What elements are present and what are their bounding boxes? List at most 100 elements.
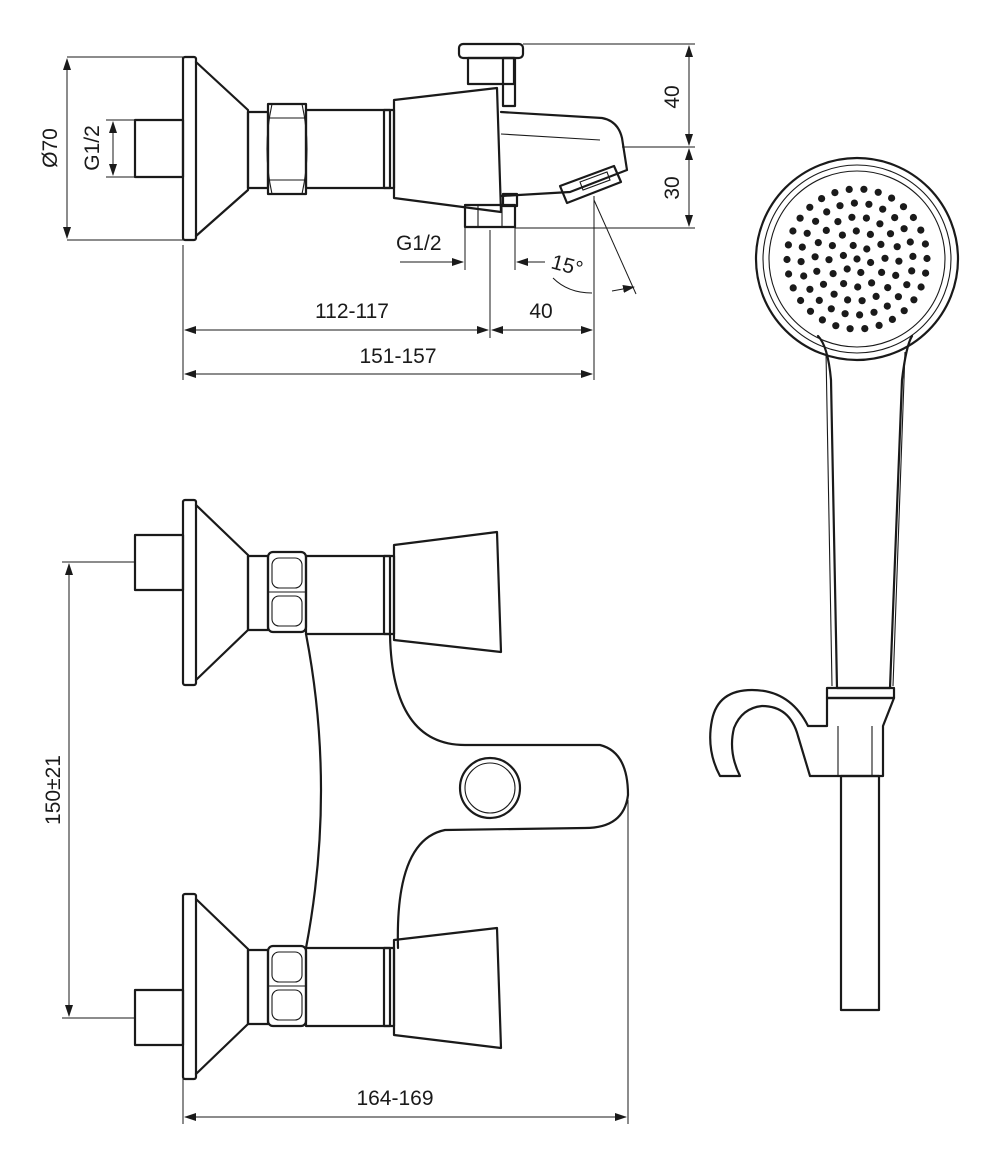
- spray-nozzle: [827, 305, 835, 313]
- spray-nozzle: [789, 284, 797, 292]
- spray-nozzle: [900, 225, 908, 233]
- spray-nozzle: [895, 257, 903, 265]
- spray-nozzle: [849, 241, 857, 250]
- shower-hose: [839, 774, 881, 1012]
- spray-nozzle: [917, 226, 925, 234]
- side-hex-nut: [266, 102, 308, 196]
- spray-nozzle: [872, 292, 880, 300]
- spray-nozzle: [908, 267, 916, 275]
- label-inlet-to-spout: 40: [529, 300, 552, 323]
- spray-nozzle: [900, 307, 908, 315]
- spray-nozzle: [909, 252, 917, 260]
- spray-nozzle: [838, 231, 847, 239]
- side-spout: [499, 110, 629, 205]
- spray-nozzle: [892, 271, 900, 279]
- spray-nozzle: [875, 321, 883, 329]
- spray-nozzle: [831, 189, 839, 197]
- side-inlet-stub: [133, 118, 185, 179]
- spray-nozzle: [815, 296, 823, 304]
- spray-nozzle: [829, 270, 837, 278]
- front-mixer-body: [304, 554, 630, 1028]
- front-diverter-knob: [458, 756, 522, 820]
- spray-nozzle: [876, 220, 884, 228]
- spray-nozzle: [906, 238, 914, 246]
- front-lower-handle: [392, 926, 503, 1050]
- spray-nozzle: [870, 308, 878, 316]
- label-overall-length-front: 164-169: [356, 1087, 433, 1110]
- spray-nozzle: [811, 253, 819, 261]
- spray-nozzle: [850, 199, 859, 207]
- spray-nozzle: [888, 315, 897, 323]
- spray-nozzle: [874, 188, 882, 196]
- shower-nozzles: [783, 185, 931, 333]
- spray-nozzle: [814, 239, 822, 247]
- spray-nozzle: [866, 230, 875, 238]
- label-inlet-thread-side: G1/2: [81, 125, 104, 171]
- spray-nozzle: [886, 230, 895, 238]
- spray-nozzle: [812, 217, 820, 225]
- front-lower-hex-nut: [246, 944, 308, 1028]
- spray-nozzle: [841, 310, 849, 318]
- spray-nozzle: [867, 258, 875, 267]
- side-body: [304, 108, 392, 190]
- spray-nozzle: [922, 269, 930, 277]
- spray-nozzle: [857, 268, 865, 277]
- label-flange-diameter: Ø70: [39, 128, 62, 168]
- spray-nozzle: [879, 205, 887, 213]
- spray-nozzle: [818, 195, 826, 203]
- spray-nozzle: [784, 241, 793, 249]
- spray-nozzle: [823, 208, 831, 216]
- shower-handle: [816, 334, 914, 700]
- label-inlet-spacing: 150±21: [42, 755, 65, 825]
- spray-nozzle: [813, 267, 821, 275]
- spray-nozzle: [797, 258, 805, 266]
- spray-nozzle: [836, 202, 844, 210]
- spray-nozzle: [854, 283, 862, 291]
- front-upper-flange: [133, 498, 250, 687]
- hand-shower: [709, 156, 960, 1012]
- spray-nozzle: [877, 240, 885, 248]
- dim-height-top: 40: [523, 43, 695, 148]
- spray-nozzle: [800, 272, 808, 280]
- spray-nozzle: [923, 254, 931, 263]
- spray-nozzle: [822, 226, 830, 234]
- spray-nozzle: [878, 268, 886, 276]
- label-height-bottom: 30: [661, 176, 684, 199]
- spray-nozzle: [893, 243, 901, 251]
- spray-nozzle: [840, 280, 848, 288]
- label-inlet-thread-bottom: G1/2: [396, 232, 442, 255]
- front-view: 150±21 164-169: [42, 498, 630, 1124]
- spray-nozzle: [883, 302, 891, 310]
- spray-nozzle: [881, 254, 889, 262]
- dim-inlet-spacing: 150±21: [42, 561, 135, 1019]
- side-diverter-knob: [457, 42, 525, 108]
- spray-nozzle: [806, 307, 815, 315]
- spray-nozzle: [884, 284, 892, 292]
- spray-nozzle: [894, 293, 903, 301]
- dim-spout-angle: 15°: [549, 196, 637, 295]
- spray-nozzle: [797, 296, 805, 305]
- spray-nozzle: [858, 297, 866, 305]
- spray-nozzle: [848, 213, 856, 221]
- spray-nozzle: [899, 203, 908, 211]
- spray-nozzle: [796, 214, 804, 222]
- spray-nozzle: [819, 280, 828, 288]
- spray-nozzle: [843, 265, 851, 273]
- spray-nozzle: [909, 213, 918, 222]
- dim-length-row-1: 112-117 40: [182, 230, 595, 380]
- spray-nozzle: [917, 283, 925, 291]
- label-spout-angle: 15°: [549, 251, 586, 281]
- spray-nozzle: [828, 242, 837, 250]
- dim-inlet-thread-bottom: G1/2: [396, 227, 545, 270]
- spray-nozzle: [891, 214, 899, 222]
- side-view: Ø70 G1/2 40 30 G1/2: [39, 42, 695, 380]
- label-height-top: 40: [661, 85, 684, 108]
- label-overall-length-side: 151-157: [359, 345, 436, 368]
- spray-nozzle: [789, 227, 797, 235]
- shower-head: [754, 156, 960, 362]
- spray-nozzle: [856, 311, 864, 319]
- dim-inlet-thread-side: G1/2: [81, 119, 135, 178]
- dim-flange-diameter: Ø70: [39, 56, 183, 241]
- spray-nozzle: [785, 270, 793, 278]
